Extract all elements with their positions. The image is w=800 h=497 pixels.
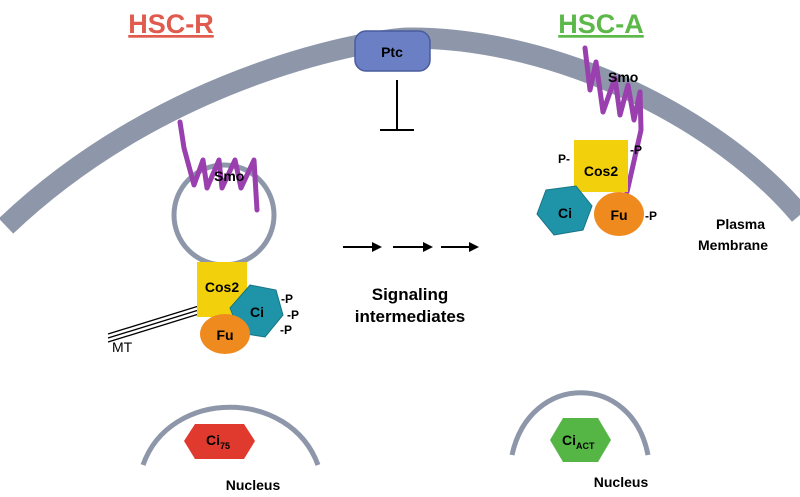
nucleus-label-left: Nucleus — [226, 477, 281, 493]
mt-label: MT — [112, 339, 133, 355]
ciact-label: CiACT — [562, 432, 595, 451]
title-hsc-a: HSC-A — [558, 9, 644, 39]
nucleus-label-right: Nucleus — [594, 474, 649, 490]
title-hsc-r: HSC-R — [128, 9, 214, 39]
ptc-label: Ptc — [381, 44, 403, 60]
smo-label-right: Smo — [608, 69, 638, 85]
cos2-label-left: Cos2 — [205, 279, 239, 295]
fu-label-right: Fu — [610, 207, 627, 223]
ci75-marker — [184, 424, 255, 459]
ptc-receptor: Ptc — [354, 30, 431, 72]
signal-arrows — [343, 242, 479, 252]
fu-left — [200, 314, 250, 354]
plasma-label-line1: Plasma — [716, 216, 765, 232]
ci-label-right: Ci — [558, 205, 572, 221]
plasma-label-line2: Membrane — [698, 237, 768, 253]
smo-label-left: Smo — [214, 168, 244, 184]
ci-label-left: Ci — [250, 304, 264, 320]
phospho-left-2: -P — [287, 308, 299, 322]
nucleus-right — [509, 390, 651, 456]
phospho-right-fu: -P — [645, 209, 657, 223]
ciact-marker — [550, 418, 611, 462]
phospho-right-left: P- — [558, 152, 570, 166]
ci-right — [536, 185, 593, 236]
smo-helix-left — [177, 119, 260, 213]
cos2-right — [574, 140, 628, 192]
phospho-right-top: -P — [630, 143, 642, 157]
cos2-label-right: Cos2 — [584, 163, 618, 179]
nucleus-left — [140, 404, 321, 466]
fu-right — [594, 192, 644, 236]
signaling-label-line1: Signaling — [372, 285, 449, 304]
inhibition-symbol — [380, 80, 414, 131]
microtubule — [107, 304, 203, 343]
smo-helix-right — [582, 45, 644, 195]
ptc-box — [354, 30, 431, 72]
fu-label-left: Fu — [216, 327, 233, 343]
phospho-left-1: -P — [281, 292, 293, 306]
phospho-left-3: -P — [280, 323, 292, 337]
signaling-label-line2: intermediates — [355, 307, 466, 326]
ci75-label: Ci75 — [206, 432, 230, 451]
